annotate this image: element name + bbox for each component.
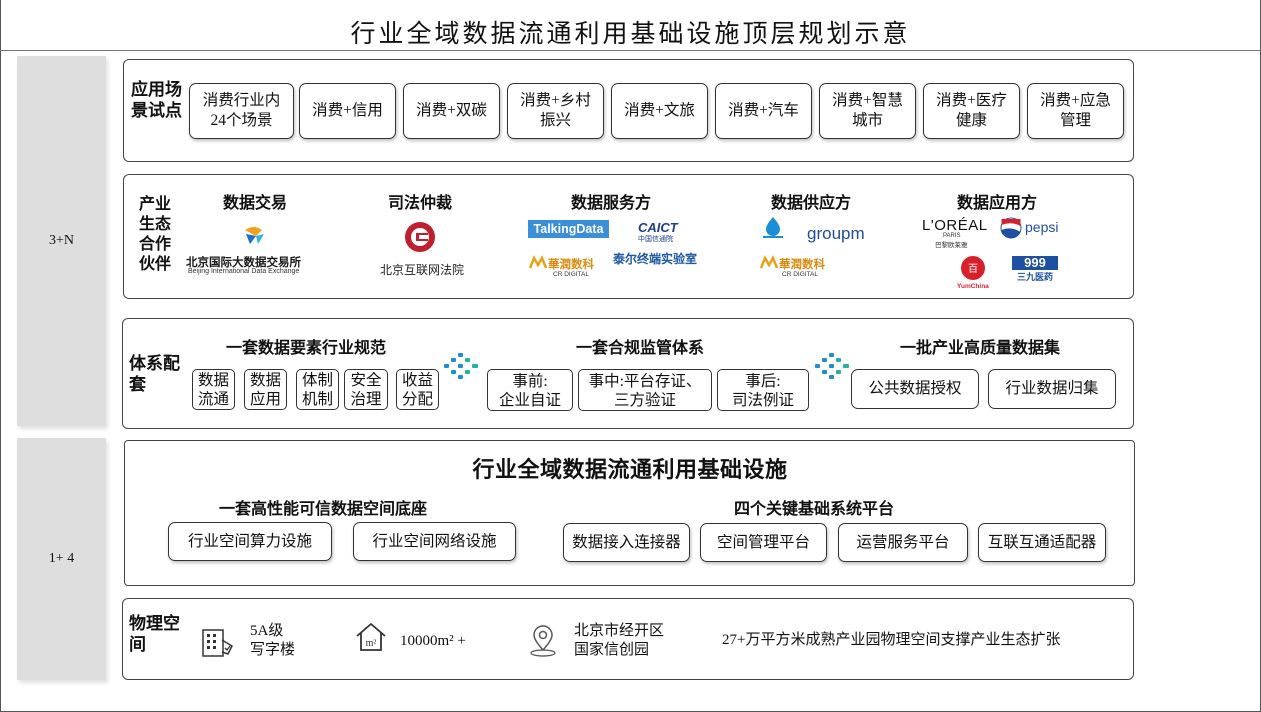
infra-left-head: 一套高性能可信数据空间底座 <box>219 499 428 518</box>
side-label-upper: 3+N <box>17 56 106 426</box>
flow-arrow-icon-2 <box>815 353 849 379</box>
crdigital-name-cn-2: 華潤数科 <box>779 259 825 271</box>
caict-name: CAICT <box>638 220 678 235</box>
court-name: 北京互联网法院 <box>380 263 465 277</box>
expansion-text: 27+万平方米成熟产业园物理空间支撑产业生态扩张 <box>722 632 1061 648</box>
flow-arrow-icon <box>444 353 478 379</box>
scenario-item: 消费+信用 <box>299 83 396 139</box>
group-arbitration: 司法仲裁 <box>388 193 453 212</box>
system-head-norms: 一套数据要素行业规范 <box>226 338 387 357</box>
scenario-item: 消费行业内 24个场景 <box>189 83 294 139</box>
yumchina-mark-icon: 百 <box>961 256 985 280</box>
groupm-logo: groupm <box>807 224 865 243</box>
dataset-item: 行业数据归集 <box>988 369 1116 409</box>
loreal-paris: PARIS <box>943 233 961 239</box>
scenario-item: 消费+文旅 <box>611 83 708 139</box>
building-text: 5A级 写字楼 <box>250 623 296 658</box>
loreal-name-cn: 巴黎欧莱雅 <box>935 242 968 249</box>
area-text: 10000m² + <box>400 633 466 649</box>
norm-item: 数据 流通 <box>192 369 235 410</box>
norm-item: 体制 机制 <box>296 369 339 410</box>
crdigital-mark-icon <box>529 255 547 269</box>
norm-item: 数据 应用 <box>244 369 287 410</box>
taier-logo: 泰尔终端实验室 <box>613 252 698 266</box>
physical-row <box>122 598 1134 680</box>
supplier-drop-icon <box>763 217 783 238</box>
partners-label: 产业 生态 合作 伙伴 <box>139 194 172 273</box>
pepsi-name: pepsi <box>1025 219 1059 235</box>
bjde-mark-icon <box>245 227 264 244</box>
supervision-item: 事前: 企业自证 <box>487 369 573 411</box>
loreal-name: L'ORÉAL <box>922 217 988 234</box>
infra-base-item: 行业空间算力设施 <box>168 522 332 561</box>
infra-platform-item: 数据接入连接器 <box>563 523 690 562</box>
crdigital-name-en-1: CR DIGITAL <box>553 271 589 278</box>
court-emblem-icon <box>405 222 435 252</box>
scenario-item: 消费+双碳 <box>403 83 500 139</box>
infra-platform-item: 运营服务平台 <box>838 523 968 562</box>
system-label: 体系配 套 <box>129 354 180 395</box>
bjde-name-en: Beijing International Data Exchange <box>188 268 300 275</box>
group-service: 数据服务方 <box>571 193 652 212</box>
yumchina-name: YumChina <box>957 283 989 290</box>
infra-base-item: 行业空间网络设施 <box>353 522 516 561</box>
norm-item: 收益 分配 <box>396 369 439 410</box>
scenario-item: 消费+智慧 城市 <box>819 83 916 139</box>
page-title: 行业全域数据流通利用基础设施顶层规划示意 <box>350 19 911 48</box>
sanjiu-name: 三九医药 <box>1016 272 1053 282</box>
location-pin-icon <box>530 625 556 657</box>
talkingdata-logo: TalkingData <box>528 220 609 238</box>
group-application: 数据应用方 <box>957 193 1038 212</box>
location-text: 北京市经开区 国家信创园 <box>574 623 665 658</box>
svg-text:百: 百 <box>968 263 978 275</box>
crdigital-mark-icon-2 <box>760 255 778 269</box>
title-divider <box>0 50 1261 51</box>
scenario-item: 消费+医疗 健康 <box>923 83 1020 139</box>
scenario-item: 消费+应急 管理 <box>1027 83 1124 139</box>
house-area-label: m² <box>366 638 377 649</box>
office-building-icon <box>202 629 233 657</box>
infra-platform-item: 空间管理平台 <box>700 523 827 562</box>
scenario-item: 消费+乡村 振兴 <box>507 83 604 139</box>
dataset-item: 公共数据授权 <box>851 369 979 409</box>
supervision-item: 事中:平台存证、 三方验证 <box>578 369 712 411</box>
group-supply: 数据供应方 <box>771 193 852 212</box>
partners-row <box>123 174 1134 299</box>
caict-name-cn: 中国信通院 <box>638 236 673 243</box>
supervision-item: 事后: 司法例证 <box>717 369 809 411</box>
side-label-lower: 1+ 4 <box>17 438 106 680</box>
group-trading: 数据交易 <box>223 193 288 212</box>
pepsi-globe-icon <box>1000 217 1022 239</box>
bjde-name-cn: 北京国际大数据交易所 <box>186 257 301 269</box>
norm-item: 安全 治理 <box>344 369 388 410</box>
scenario-label: 应用场 景试点 <box>131 80 182 121</box>
infra-platform-item: 互联互通适配器 <box>978 523 1106 562</box>
physical-label: 物理空 间 <box>129 614 180 655</box>
system-head-supervision: 一套合规监管体系 <box>576 338 705 357</box>
house-area-icon: m² <box>356 622 386 651</box>
crdigital-name-cn-1: 華潤数科 <box>548 259 594 271</box>
sanjiu-number: 999 <box>1012 256 1058 270</box>
infra-right-head: 四个关键基础系统平台 <box>734 499 895 518</box>
scenario-item: 消费+汽车 <box>715 83 812 139</box>
infra-title: 行业全域数据流通利用基础设施 <box>472 458 788 483</box>
crdigital-name-en-2: CR DIGITAL <box>782 271 818 278</box>
system-head-datasets: 一批产业高质量数据集 <box>900 338 1061 357</box>
